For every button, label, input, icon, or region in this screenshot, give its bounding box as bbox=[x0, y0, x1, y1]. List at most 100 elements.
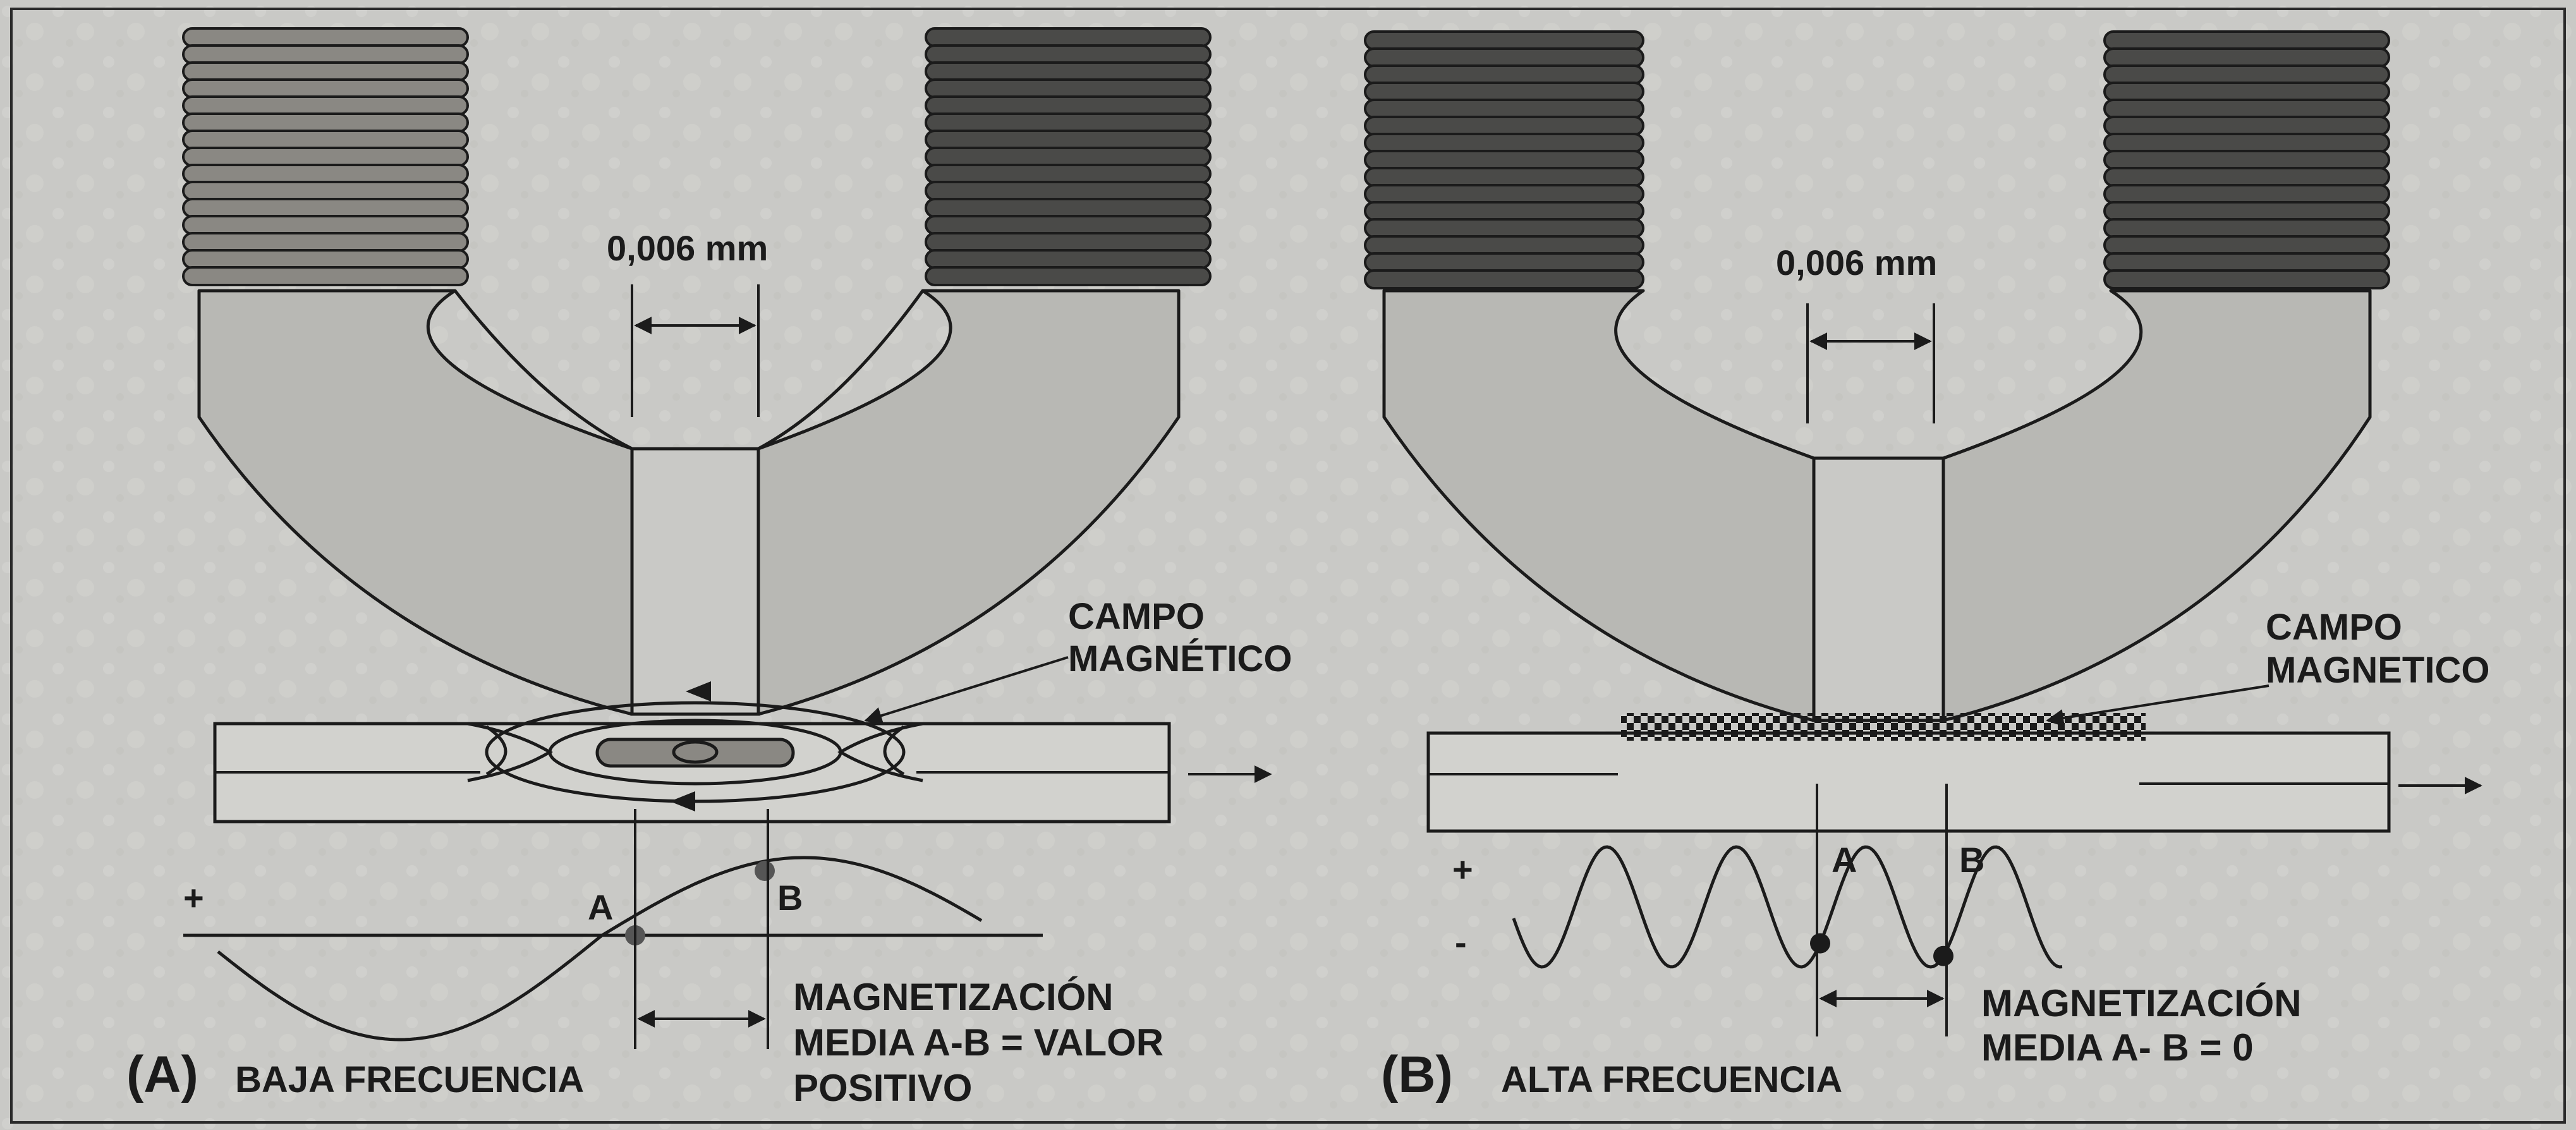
field-fringe-left-a bbox=[467, 722, 553, 782]
coil-winding bbox=[182, 95, 469, 116]
coil-winding bbox=[2103, 184, 2390, 204]
result-line2-b: MEDIA A- B = 0 bbox=[1981, 1026, 2254, 1069]
head-gap-body-a bbox=[630, 447, 760, 716]
coil-winding bbox=[2103, 252, 2390, 272]
field-fringe-right-a bbox=[837, 722, 923, 782]
coil-winding bbox=[925, 130, 1212, 150]
coil-winding bbox=[925, 44, 1212, 64]
field-label-line2-b: MAGNETICO bbox=[2266, 650, 2489, 691]
coil-winding bbox=[925, 198, 1212, 218]
point-b-marker-a bbox=[755, 861, 775, 881]
coil-winding bbox=[1364, 64, 1644, 85]
coil-winding bbox=[925, 232, 1212, 252]
coil-winding bbox=[925, 78, 1212, 99]
coil-winding bbox=[925, 249, 1212, 269]
field-label-line1-b: CAMPO bbox=[2266, 607, 2402, 648]
coil-winding bbox=[2103, 47, 2390, 68]
point-a-label-b: A bbox=[1832, 840, 1857, 880]
coil-winding bbox=[1364, 47, 1644, 68]
coil-winding bbox=[925, 61, 1212, 82]
coil-winding bbox=[1364, 167, 1644, 187]
coil-winding bbox=[2103, 269, 2390, 289]
head-shoulder-a bbox=[454, 289, 925, 451]
panel-b: 0,006 mm CAMPO MAGNETICO A B + - MAGNETI… bbox=[1364, 30, 2489, 1103]
coil-winding bbox=[2103, 99, 2390, 119]
field-label-line2-a: MAGNÉTICO bbox=[1068, 638, 1292, 679]
point-a-label-a: A bbox=[588, 887, 613, 927]
panel-caption-a: BAJA FRECUENCIA bbox=[235, 1059, 584, 1100]
coil-winding bbox=[182, 78, 469, 99]
tape-b bbox=[1426, 731, 2391, 833]
coil-winding bbox=[182, 198, 469, 218]
field-leader-b bbox=[2046, 684, 2269, 727]
coil-winding bbox=[2103, 30, 2390, 51]
coil-winding bbox=[182, 44, 469, 64]
coil-winding bbox=[182, 61, 469, 82]
coil-winding bbox=[1364, 201, 1644, 221]
coil-winding bbox=[2103, 235, 2390, 255]
field-leader-a bbox=[864, 656, 1069, 724]
point-a-marker-b bbox=[1810, 933, 1830, 954]
gap-label-a: 0,006 mm bbox=[607, 228, 768, 268]
coil-winding bbox=[1364, 269, 1644, 289]
field-direction-top-a bbox=[686, 681, 711, 702]
coil-winding bbox=[925, 95, 1212, 116]
coil-winding bbox=[182, 232, 469, 252]
result-line1-b: MAGNETIZACIÓN bbox=[1981, 982, 2302, 1024]
coil-winding bbox=[1364, 235, 1644, 255]
head-gap-body-b bbox=[1812, 456, 1945, 722]
panel-caption-b: ALTA FRECUENCIA bbox=[1501, 1059, 1842, 1100]
coil-winding bbox=[2103, 133, 2390, 153]
coil-winding bbox=[925, 181, 1212, 201]
coil-winding bbox=[182, 147, 469, 167]
result-line2-a: MEDIA A-B = VALOR bbox=[793, 1021, 1163, 1064]
coil-winding bbox=[1364, 133, 1644, 153]
frame-border bbox=[10, 8, 2566, 1124]
panel-a: 0,006 mm CAMPO MAGNÉTICO A B + bbox=[126, 27, 1292, 1109]
point-b-label-b: B bbox=[1959, 840, 1984, 880]
field-direction-bottom-a bbox=[670, 791, 695, 811]
result-line3-a: POSITIVO bbox=[793, 1067, 972, 1109]
plus-sign-b: + bbox=[1452, 849, 1473, 889]
coil-winding bbox=[1364, 218, 1644, 238]
coil-right-b bbox=[2103, 30, 2390, 289]
coil-winding bbox=[182, 130, 469, 150]
coil-winding bbox=[925, 215, 1212, 235]
coil-left-b bbox=[1364, 30, 1644, 289]
magnetization-curve-a bbox=[217, 856, 983, 1042]
coil-winding bbox=[182, 215, 469, 235]
gap-label-b: 0,006 mm bbox=[1776, 243, 1937, 282]
coil-left-a bbox=[182, 27, 469, 286]
coil-winding bbox=[925, 164, 1212, 184]
coil-winding bbox=[2103, 150, 2390, 170]
coil-winding bbox=[1364, 82, 1644, 102]
point-b-label-a: B bbox=[777, 878, 803, 918]
coil-right-a bbox=[925, 27, 1212, 286]
coil-winding bbox=[1364, 116, 1644, 136]
coil-winding bbox=[182, 27, 469, 47]
field-center-a bbox=[672, 740, 719, 764]
coil-winding bbox=[1364, 30, 1644, 51]
field-lines-a bbox=[467, 701, 923, 803]
coil-winding bbox=[1364, 252, 1644, 272]
coil-winding bbox=[2103, 201, 2390, 221]
magnetization-curve-b bbox=[1512, 845, 2063, 969]
panel-letter-b: (B) bbox=[1381, 1046, 1453, 1103]
coil-winding bbox=[925, 147, 1212, 167]
coil-winding bbox=[182, 249, 469, 269]
coil-winding bbox=[1364, 150, 1644, 170]
coil-winding bbox=[2103, 116, 2390, 136]
coil-winding bbox=[1364, 184, 1644, 204]
coil-winding bbox=[2103, 218, 2390, 238]
coil-winding bbox=[2103, 167, 2390, 187]
result-line1-a: MAGNETIZACIÓN bbox=[793, 976, 1114, 1018]
coil-winding bbox=[1364, 99, 1644, 119]
plus-sign-a: + bbox=[183, 878, 204, 918]
point-b-marker-b bbox=[1933, 945, 1953, 966]
coil-winding bbox=[925, 27, 1212, 47]
panel-letter-a: (A) bbox=[126, 1046, 198, 1103]
field-core-a bbox=[595, 738, 795, 768]
coil-winding bbox=[925, 112, 1212, 133]
coil-winding bbox=[2103, 82, 2390, 102]
coil-winding bbox=[182, 164, 469, 184]
